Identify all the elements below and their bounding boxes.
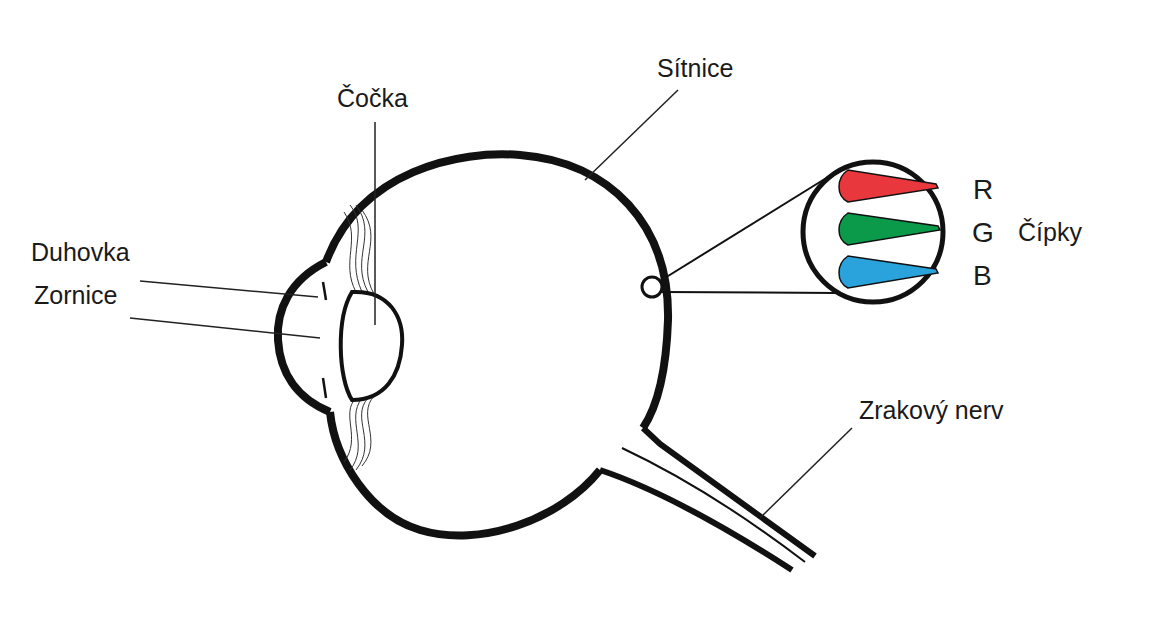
leader-line bbox=[140, 281, 318, 297]
zoom-circle bbox=[803, 162, 943, 302]
leader-line bbox=[130, 318, 320, 338]
optic-nerve bbox=[622, 448, 805, 562]
lens bbox=[341, 292, 402, 400]
channel-letter: G bbox=[972, 219, 994, 247]
optic-nerve bbox=[643, 428, 815, 556]
cone-blue bbox=[839, 256, 938, 288]
cone-green bbox=[839, 213, 940, 245]
cone-red bbox=[839, 170, 938, 202]
channel-letter: R bbox=[973, 176, 993, 204]
leader-line bbox=[760, 428, 852, 518]
iris bbox=[323, 282, 326, 398]
retina-spot bbox=[642, 277, 662, 297]
part-name: Zrakový nerv bbox=[859, 398, 1003, 423]
part-name: Sítnice bbox=[657, 56, 733, 81]
leader-lines bbox=[130, 90, 852, 518]
leader-line bbox=[374, 122, 376, 325]
part-name: Duhovka bbox=[31, 240, 130, 265]
part-name: Čočka bbox=[337, 86, 408, 111]
leader-line bbox=[585, 90, 678, 180]
channel-letter: B bbox=[973, 262, 992, 290]
part-name: Čípky bbox=[1018, 220, 1082, 245]
part-name: Zornice bbox=[34, 283, 117, 308]
zoom-line bbox=[662, 292, 838, 293]
optic-nerve bbox=[600, 470, 792, 570]
